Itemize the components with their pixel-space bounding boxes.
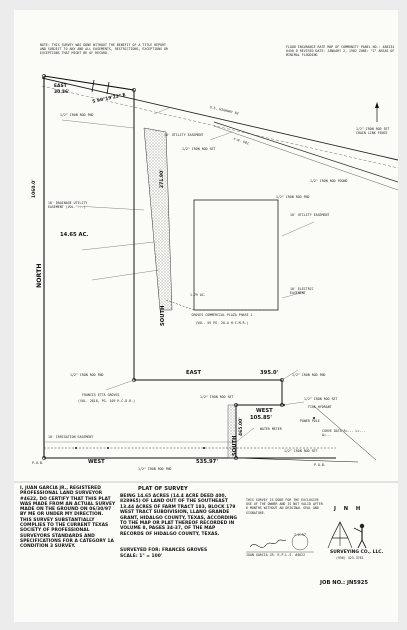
surveyor-seal — [291, 533, 309, 551]
signature-date: 7-2-97 — [294, 533, 306, 537]
highway-edge-line — [41, 77, 398, 161]
east-mid-distance: 395.0' — [260, 370, 279, 376]
power-pole-label: POWER POLE — [300, 419, 320, 423]
north-arrow — [375, 102, 379, 122]
iron-rod-markers — [42, 74, 284, 460]
west-bottom-label: WEST — [88, 459, 105, 465]
survey-scale: SCALE: 1" = 100' — [120, 554, 163, 559]
top-left-note: NOTE: THIS SURVEY WAS DONE WITHOUT THE B… — [40, 43, 168, 55]
east-mid-label: EAST — [186, 370, 202, 376]
francis-groves-ref: (VOL. 2818, PG. 109 H.C.D.R.) — [78, 399, 136, 403]
wall-dimension: 1.79 AC. — [190, 293, 206, 297]
survey-plat-drawing — [14, 74, 398, 553]
corner-note: 1/2" IRON ROD SET CHAIN LINK FENCE — [356, 127, 390, 135]
north-distance: 1060.0' — [32, 179, 37, 198]
building-outline — [193, 199, 279, 311]
west-bottom-distance: 535.97' — [196, 459, 218, 465]
pob-label-left: P.O.B. — [32, 461, 44, 465]
west-mid-distance: 105.85' — [250, 415, 272, 421]
surveyor-certification: I, JUAN GARCIA JR., REGISTERED PROFESSIO… — [20, 486, 116, 550]
curve-data-label: CURVE DATA R=... L=... Δ=... — [322, 429, 366, 437]
south-distance-1: 271.90' — [160, 169, 165, 188]
utility-easement-1: 10' UTILITY EASEMENT — [164, 133, 204, 137]
flood-zone-note: FLOOD INSURANCE RATE MAP OF COMMUNITY PA… — [286, 45, 395, 57]
plat-title: PLAT OF SURVEY — [138, 486, 188, 492]
water-meter-label: WATER METER — [260, 427, 282, 431]
fence-line — [165, 299, 278, 311]
iron-rod-label-5: 1/2" IRON ROD FND — [292, 373, 326, 377]
east-top-distance: 30.36' — [54, 90, 70, 95]
north-boundary-segment — [43, 75, 135, 91]
iron-rod-label-3: 1/2" IRON ROD FND — [276, 195, 310, 199]
corner-found-label: 1/2" IRON ROD FOUND — [310, 179, 348, 183]
irrigation-easement: 10' IRRIGATION EASEMENT — [48, 435, 94, 439]
commercial-plaza-label: GROVES COMMERCIAL PLAZA PHASE 1 — [191, 313, 253, 317]
surveyor-signature — [249, 539, 287, 548]
surveyor-name: JUAN GARCIA JR. R.P.L.S. #4622 — [246, 553, 306, 557]
iron-rod-label-8: 1/2" IRON ROD SET — [284, 449, 318, 453]
electric-easement: 10' ELECTRIC EASEMENT — [290, 287, 314, 295]
road-curve-line — [313, 405, 377, 461]
iron-rod-label-4: 1/2" IRON ROD FND — [70, 373, 104, 377]
leader-lines — [61, 107, 315, 443]
iron-rod-label-2: 1/2" IRON ROD SET — [182, 147, 216, 151]
acreage-label: 14.65 AC. — [60, 232, 89, 238]
utility-easement-2: 10' UTILITY EASEMENT — [290, 213, 330, 217]
bottom-iron-rod-label: 1/2" IRON ROD FND — [138, 467, 172, 471]
iron-rod-label-6: 1/2" IRON ROD SET — [200, 395, 234, 399]
survey-sheet: NOTE: THIS SURVEY WAS DONE WITHOUT THE B… — [14, 10, 398, 622]
west-mid-label: WEST — [256, 408, 273, 414]
fire-hydrant-label: FIRE HYDRANT — [308, 405, 332, 409]
south-label-1: SOUTH — [160, 305, 166, 327]
highway-row-line — [213, 121, 398, 183]
iron-rod-label-1: 1/2" IRON ROD FND — [60, 113, 94, 117]
highway-centerline — [41, 85, 398, 169]
north-label: NORTH — [36, 263, 43, 288]
company-name: SURVEYING CO., LLC. — [330, 550, 384, 555]
surveyed-for: SURVEYED FOR: FRANCES GROVES — [120, 548, 208, 553]
iron-rod-label-7: 1/2" IRON ROD SET — [304, 397, 338, 401]
commercial-plaza-ref: (VOL. 59 PG. 20-A H.C.M.R.) — [195, 321, 249, 325]
usage-note: THIS SURVEY IS DONE FOR THE EXCLUSIVE US… — [246, 498, 323, 515]
north-strip-right — [106, 81, 110, 95]
south-label-2: SOUTH — [232, 435, 238, 457]
hatched-easement — [143, 127, 173, 311]
survey-description: BEING 14.65 ACRES (14.4 ACRE DEED 400, 8… — [120, 494, 238, 537]
highway-row-line-2 — [213, 125, 398, 191]
south-distance-2: 465.00' — [239, 417, 244, 436]
east-extension-line — [235, 457, 359, 463]
francis-groves-label: FRANCIS ETTA GROVES — [82, 393, 120, 397]
pob-label-right: P.O.B. — [314, 463, 326, 467]
power-poles — [75, 404, 315, 449]
east-top-label: EAST — [54, 84, 67, 89]
drainage-easement: 10' DRAINAGE UTILITY EASEMENT (VOL. ...) — [48, 201, 88, 209]
job-number: JOB NO.: JN5925 — [320, 580, 369, 586]
surveyor-emblem — [327, 521, 367, 549]
company-initials: J N H — [334, 506, 364, 512]
company-phone: (956) 423-3781 — [336, 556, 364, 560]
north-strip-left — [91, 79, 95, 93]
